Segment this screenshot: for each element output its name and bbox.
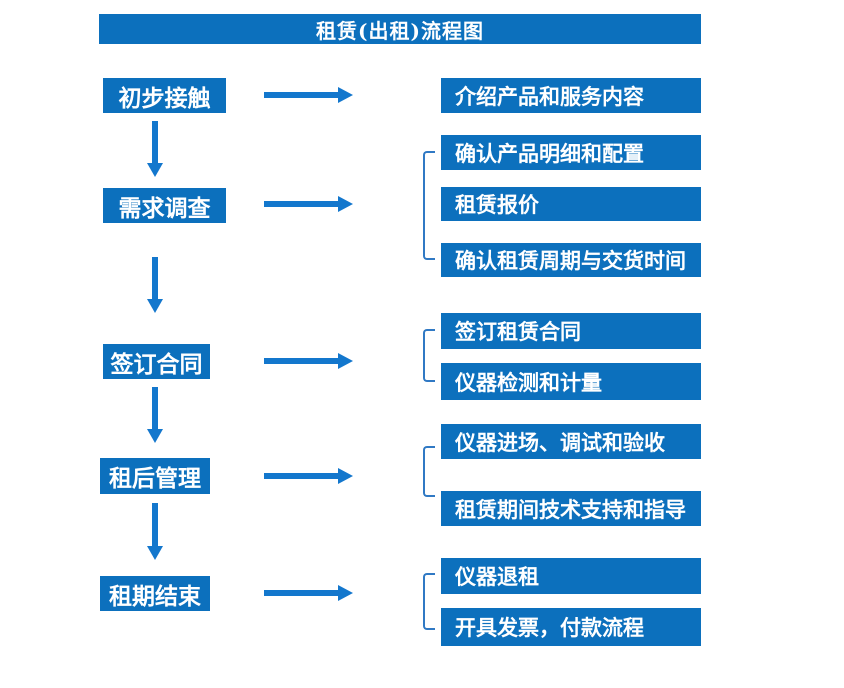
detail-box-instrument-entry-acceptance: 仪器进场、调试和验收 [441, 424, 701, 459]
group-bracket [423, 573, 435, 630]
step-box-rental-end: 租期结束 [100, 576, 210, 611]
chart-title: 租赁(出租)流程图 [99, 14, 701, 44]
arrow-head [147, 546, 163, 560]
arrow-head [147, 299, 163, 313]
detail-box-technical-support-during-rental: 租赁期间技术支持和指导 [441, 491, 701, 526]
arrow-head [147, 429, 163, 443]
detail-box-instrument-testing-measurement: 仪器检测和计量 [441, 363, 701, 400]
arrow-shaft [264, 590, 338, 596]
right-arrow-icon [264, 468, 353, 484]
down-arrow-icon [147, 121, 163, 177]
right-arrow-icon [264, 353, 353, 369]
arrow-head [147, 163, 163, 177]
detail-box-confirm-rental-period-delivery: 确认租赁周期与交货时间 [441, 243, 701, 277]
group-bracket [423, 446, 435, 497]
group-bracket [423, 329, 435, 382]
detail-box-rental-quotation: 租赁报价 [441, 187, 701, 221]
step-box-post-rental-management: 租后管理 [100, 458, 210, 494]
step-box-demand-survey: 需求调查 [103, 188, 226, 223]
arrow-shaft [152, 387, 158, 429]
arrow-shaft [264, 201, 338, 207]
detail-box-introduce-products-services: 介绍产品和服务内容 [441, 78, 701, 113]
arrow-shaft [264, 358, 338, 364]
arrow-head [338, 87, 353, 103]
detail-box-sign-rental-contract: 签订租赁合同 [441, 313, 701, 349]
down-arrow-icon [147, 257, 163, 313]
detail-box-invoice-payment-process: 开具发票，付款流程 [441, 608, 701, 646]
down-arrow-icon [147, 387, 163, 443]
arrow-shaft [152, 121, 158, 163]
group-bracket [423, 151, 435, 260]
right-arrow-icon [264, 87, 353, 103]
arrow-shaft [152, 257, 158, 299]
step-box-initial-contact: 初步接触 [103, 78, 226, 113]
detail-box-instrument-return: 仪器退租 [441, 558, 701, 594]
arrow-head [338, 585, 353, 601]
right-arrow-icon [264, 196, 353, 212]
arrow-shaft [152, 503, 158, 546]
arrow-head [338, 196, 353, 212]
arrow-head [338, 353, 353, 369]
arrow-shaft [264, 473, 338, 479]
detail-box-confirm-product-details-config: 确认产品明细和配置 [441, 135, 701, 170]
step-box-sign-contract: 签订合同 [103, 344, 210, 379]
down-arrow-icon [147, 503, 163, 560]
right-arrow-icon [264, 585, 353, 601]
arrow-shaft [264, 92, 338, 98]
arrow-head [338, 468, 353, 484]
